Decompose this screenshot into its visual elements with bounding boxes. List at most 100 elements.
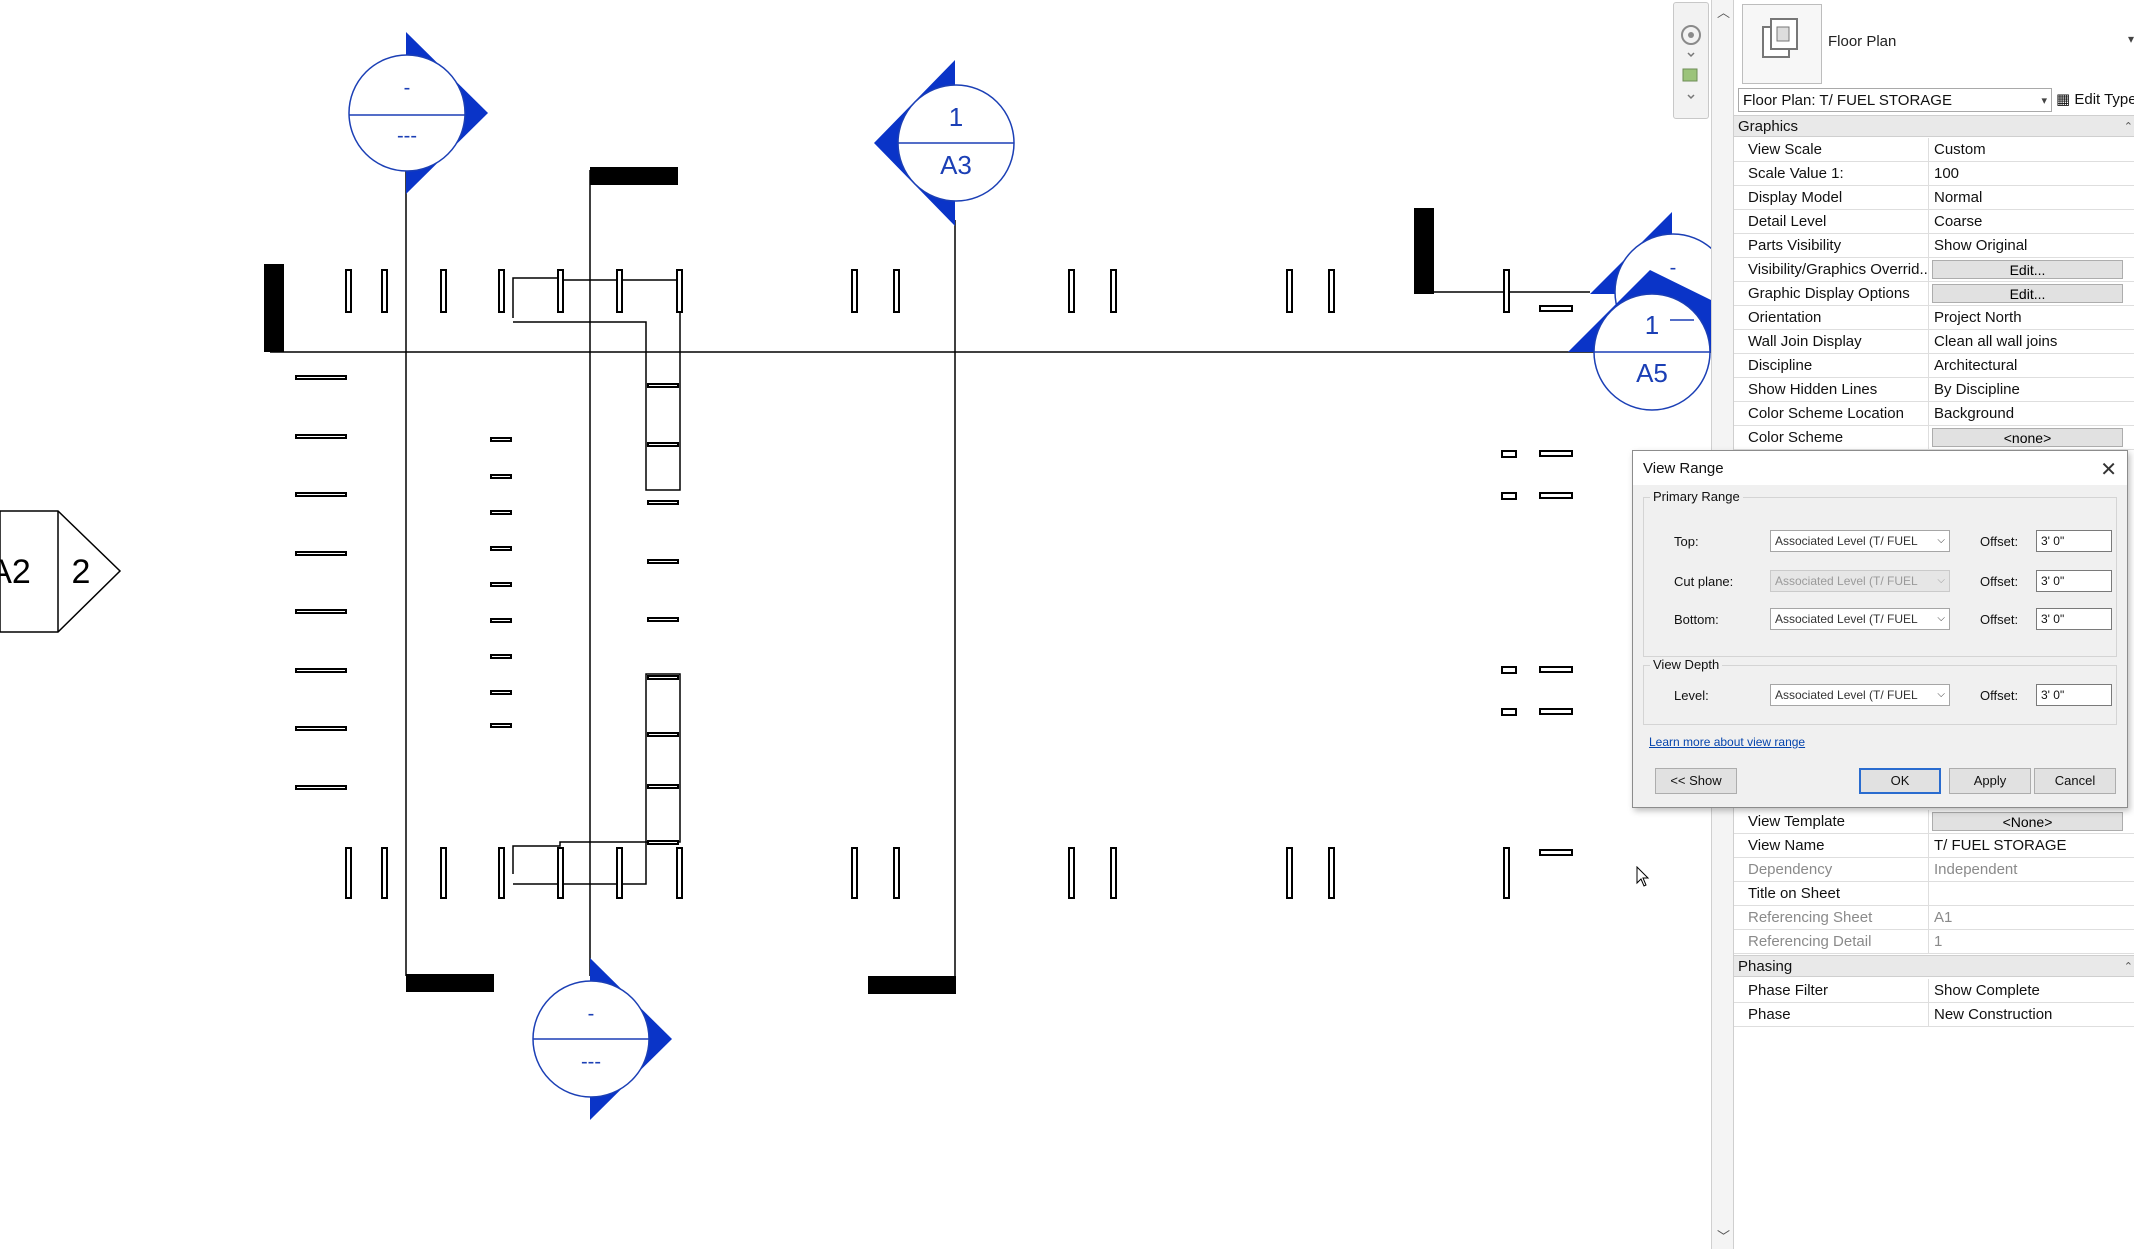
cut-plane-offset-input[interactable]: 3' 0" <box>2036 570 2112 592</box>
chevron-down-icon: ⌵ <box>1937 689 1945 700</box>
chevron-down-icon[interactable]: ▾ <box>2128 32 2134 46</box>
dialog-title-bar[interactable]: View Range ✕ <box>1633 451 2127 485</box>
property-value[interactable]: A1 <box>1934 909 1953 926</box>
property-value[interactable]: Architectural <box>1934 357 2018 374</box>
property-value[interactable]: Project North <box>1934 309 2022 326</box>
type-selector[interactable]: Floor Plan ▾ <box>1734 0 2134 88</box>
bottom-offset-input[interactable]: 3' 0" <box>2036 608 2112 630</box>
chevron-down-icon: ⌵ <box>1937 613 1945 624</box>
collapse-icon[interactable]: ⌃ <box>2123 121 2133 133</box>
section-tag-2: 1 A3 <box>874 60 1015 226</box>
property-row[interactable]: Title on Sheet <box>1734 882 2134 906</box>
section-tag-2-top: 1 <box>949 102 963 132</box>
view-depth-offset-label: Offset: <box>1980 688 2019 703</box>
property-row[interactable]: Orientation Project North <box>1734 306 2134 330</box>
top-offset-input[interactable]: 3' 0" <box>2036 530 2112 552</box>
drawing-area[interactable]: - --- 1 A3 - --- - 1 A5 <box>0 0 1711 1249</box>
property-label: Referencing Detail <box>1734 930 1929 953</box>
edit-type-label: Edit Type <box>2074 91 2134 108</box>
property-value[interactable]: Show Complete <box>1934 982 2040 999</box>
property-row[interactable]: Referencing Sheet A1 <box>1734 906 2134 930</box>
property-value[interactable]: T/ FUEL STORAGE <box>1934 837 2067 854</box>
scroll-up-icon[interactable]: ︿ <box>1717 5 1731 20</box>
property-value[interactable]: 100 <box>1934 165 1960 182</box>
property-label: Referencing Sheet <box>1734 906 1929 929</box>
property-row[interactable]: Visibility/Graphics Overrid...Edit... <box>1734 258 2134 282</box>
property-edit-button[interactable]: <none> <box>1932 428 2123 447</box>
show-button[interactable]: << Show <box>1655 768 1737 794</box>
wall-blocks <box>264 167 1434 994</box>
top-level-select[interactable]: Associated Level (T/ FUEL⌵ <box>1770 530 1950 552</box>
cut-plane-level-select: Associated Level (T/ FUEL⌵ <box>1770 570 1950 592</box>
top-offset-label: Offset: <box>1980 534 2019 549</box>
property-label: Color Scheme <box>1734 426 1929 449</box>
property-value[interactable]: Coarse <box>1934 213 1983 230</box>
learn-more-link[interactable]: Learn more about view range <box>1649 735 1806 749</box>
property-value[interactable]: Custom <box>1934 141 1986 158</box>
section-graphics[interactable]: Graphics ⌃ <box>1734 115 2134 137</box>
property-row[interactable]: View Template<None> <box>1734 810 2134 834</box>
view-depth-offset-input[interactable]: 3' 0" <box>2036 684 2112 706</box>
property-edit-button[interactable]: <None> <box>1932 812 2123 831</box>
navigation-bar[interactable] <box>1673 2 1709 119</box>
close-icon[interactable]: ✕ <box>2100 459 2117 481</box>
section-tag-5-top: 1 <box>1645 310 1659 340</box>
property-value[interactable]: Background <box>1934 405 2015 422</box>
section-graphics-label: Graphics <box>1738 118 1799 135</box>
cancel-button[interactable]: Cancel <box>2034 768 2116 794</box>
property-label: Dependency <box>1734 858 1929 881</box>
bottom-level-select[interactable]: Associated Level (T/ FUEL⌵ <box>1770 608 1950 630</box>
property-row[interactable]: Phase New Construction <box>1734 1003 2134 1027</box>
level-label: Level: <box>1674 688 1709 703</box>
instance-filter-label: Floor Plan: T/ FUEL STORAGE <box>1743 92 1952 109</box>
property-value[interactable]: 1 <box>1934 933 1943 950</box>
scroll-down-icon[interactable]: ﹀ <box>1717 1229 1731 1244</box>
property-value[interactable]: By Discipline <box>1934 381 2020 398</box>
property-row[interactable]: View Scale Custom <box>1734 138 2134 162</box>
cut-plane-offset-label: Offset: <box>1980 574 2019 589</box>
property-row[interactable]: Discipline Architectural <box>1734 354 2134 378</box>
instance-filter-dropdown[interactable]: Floor Plan: T/ FUEL STORAGE ▾ <box>1738 88 2052 112</box>
floor-plan-drawing: - --- 1 A3 - --- - 1 A5 <box>0 32 1711 1120</box>
edit-type-button[interactable]: ▦ Edit Type <box>2056 88 2134 112</box>
property-label: Phase <box>1734 1003 1929 1026</box>
property-value[interactable]: Independent <box>1934 861 2018 878</box>
bottom-offset-label: Offset: <box>1980 612 2019 627</box>
section-tag-2-bottom: A3 <box>940 150 972 180</box>
property-edit-button[interactable]: Edit... <box>1932 284 2123 303</box>
wall-lines <box>270 170 1711 976</box>
property-edit-button[interactable]: Edit... <box>1932 260 2123 279</box>
property-label: Discipline <box>1734 354 1929 377</box>
section-tag-3-bottom: --- <box>581 1051 601 1073</box>
property-row[interactable]: Scale Value 1:100 <box>1734 162 2134 186</box>
property-value[interactable]: Show Original <box>1934 237 2028 254</box>
property-label: View Scale <box>1734 138 1929 161</box>
apply-button[interactable]: Apply <box>1949 768 2031 794</box>
property-value[interactable]: New Construction <box>1934 1006 2053 1023</box>
section-tag-1-bottom: --- <box>397 125 417 147</box>
ok-button[interactable]: OK <box>1859 768 1941 794</box>
collapse-icon[interactable]: ⌃ <box>2123 961 2133 973</box>
property-row[interactable]: Dependency Independent <box>1734 858 2134 882</box>
property-row[interactable]: Referencing Detail 1 <box>1734 930 2134 954</box>
section-phasing[interactable]: Phasing ⌃ <box>1734 955 2134 977</box>
steering-wheel-icon[interactable] <box>1674 3 1708 118</box>
property-value[interactable]: Clean all wall joins <box>1934 333 2058 350</box>
type-name: Floor Plan <box>1828 33 1897 50</box>
dialog-title: View Range <box>1643 460 1724 477</box>
property-label: Orientation <box>1734 306 1929 329</box>
view-depth-level-select[interactable]: Associated Level (T/ FUEL⌵ <box>1770 684 1950 706</box>
property-row[interactable]: Color Scheme<none> <box>1734 426 2134 450</box>
property-value[interactable] <box>1930 882 2134 905</box>
property-value[interactable]: Normal <box>1934 189 1983 206</box>
floor-plan-type-icon <box>1742 4 1822 84</box>
